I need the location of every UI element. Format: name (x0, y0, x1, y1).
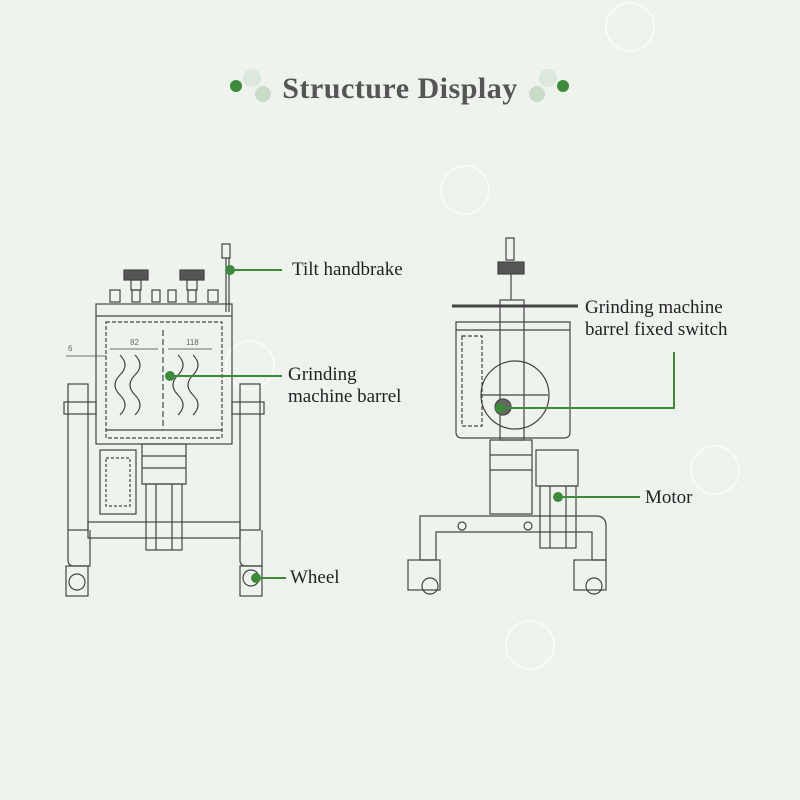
side-barrel-drawing (455, 321, 571, 439)
grinding-barrel-drawing (105, 321, 223, 439)
dimension-label: 6 (68, 344, 73, 353)
callout-wheel (251, 573, 286, 583)
watermark-logo (505, 620, 555, 670)
callout-grinding-barrel (165, 371, 282, 381)
label-wheel: Wheel (290, 567, 340, 588)
callout-motor (553, 492, 640, 502)
agitator-right (172, 354, 184, 416)
agitator-left (114, 354, 126, 416)
left-leg (67, 383, 89, 531)
callout-tilt-handbrake (225, 265, 282, 275)
label-grinding-barrel: Grinding machine barrel (288, 364, 401, 408)
dimension-label: 118 (186, 338, 199, 347)
dimension-label: 82 (130, 338, 139, 347)
watermark-logo (690, 445, 740, 495)
wheel-right (239, 565, 263, 597)
title-decoration (230, 69, 569, 102)
watermark-logo (605, 2, 655, 52)
label-fixed-switch-line1: Grinding machine (585, 297, 723, 318)
watermark-logo (225, 340, 275, 390)
tilt-wheel (480, 360, 550, 430)
front-motor (145, 483, 183, 551)
decor-dot (230, 80, 242, 92)
label-fixed-switch-line2: barrel fixed switch (585, 319, 728, 340)
decor-dot (529, 86, 545, 102)
callout-fixed-switch (495, 352, 675, 413)
right-leg (239, 383, 261, 531)
label-tilt-handbrake: Tilt handbrake (292, 259, 403, 280)
decor-dot (557, 80, 569, 92)
bolt-row (109, 289, 219, 303)
label-fixed-switch: Grinding machine barrel fixed switch (585, 297, 727, 341)
side-wheel-left (421, 577, 439, 595)
page-title: Structure Display (282, 72, 518, 105)
decor-dot (539, 69, 557, 87)
decor-dot (243, 69, 261, 87)
side-wheel-right (585, 577, 603, 595)
wheel-left (65, 565, 89, 597)
label-motor: Motor (645, 487, 693, 508)
label-grinding-barrel-line2: machine barrel (288, 386, 402, 407)
side-motor (539, 485, 577, 549)
decor-dot (255, 86, 271, 102)
label-grinding-barrel-line1: Grinding (288, 364, 357, 385)
watermark-logo (440, 165, 490, 215)
